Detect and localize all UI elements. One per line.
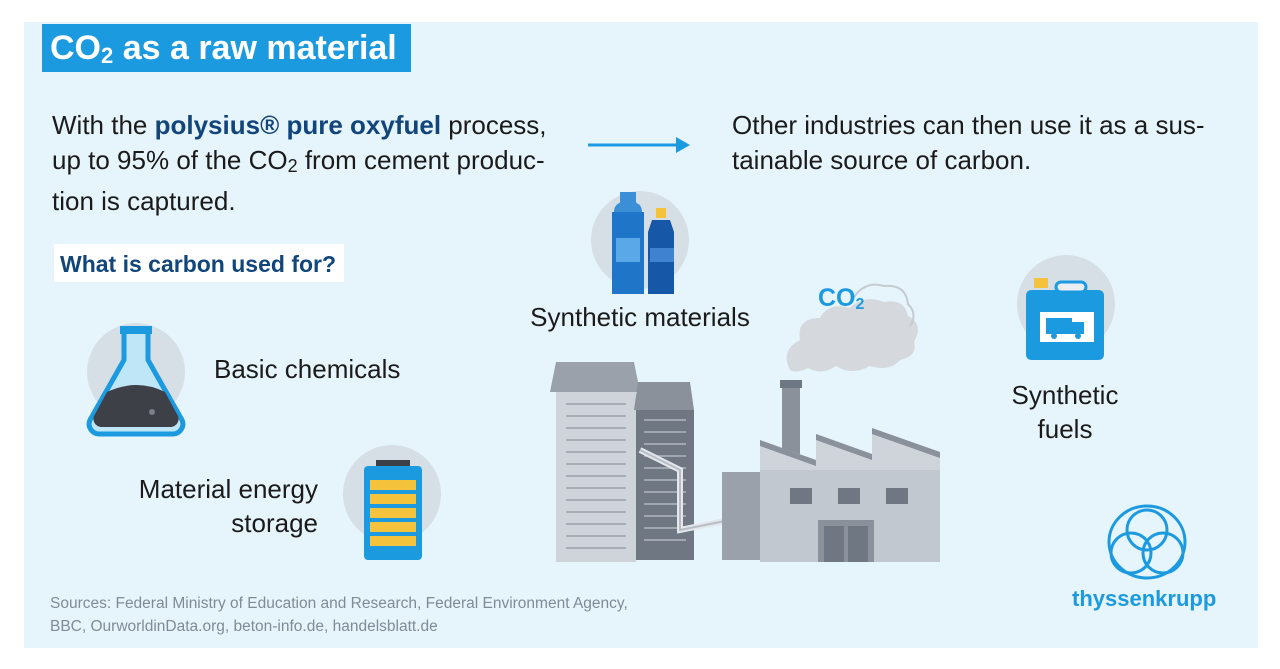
label-basic-chemicals: Basic chemicals [214, 354, 401, 384]
label-synthetic-materials: Synthetic materials [530, 302, 750, 332]
intro-part3: from cement produc­tion is captured. [52, 145, 545, 216]
outro-text: Other industries can then use it as a su… [732, 110, 1205, 175]
battery-icon [343, 445, 441, 560]
intro-text: With the polysius® pure oxyfuel process,… [52, 108, 572, 219]
fuel-canister-icon [1017, 255, 1115, 360]
co2-label: CO2 [818, 284, 864, 314]
title-rest: as a raw material [113, 29, 397, 67]
factory-illustration [550, 362, 940, 562]
bottles-icon [591, 191, 689, 294]
title-co: CO [50, 29, 101, 67]
intro-part1: With the [52, 110, 155, 140]
label-synthetic-fuels: Synthetic fuels [1011, 380, 1119, 444]
brand-name: thyssenkrupp [1072, 586, 1217, 611]
intro-part2: process, up to 95% of the CO [52, 110, 547, 175]
sources-text: Sources: Federal Ministry of Education a… [50, 595, 628, 635]
co2-sub: 2 [855, 296, 865, 313]
page-title: CO2 as a raw material [42, 24, 411, 72]
question-heading: What is carbon used for? [54, 244, 345, 282]
intro-highlight: polysius® pure oxyfuel [154, 110, 442, 140]
label-energy-storage: Material energy storage [138, 474, 318, 538]
title-sub: 2 [101, 43, 114, 68]
arrow-right-icon [588, 137, 690, 153]
smoke-cloud [786, 283, 918, 372]
flask-icon [86, 323, 186, 437]
thyssenkrupp-logo [1107, 504, 1187, 580]
co2-main: CO [818, 284, 856, 312]
intro-sub: 2 [287, 156, 298, 176]
